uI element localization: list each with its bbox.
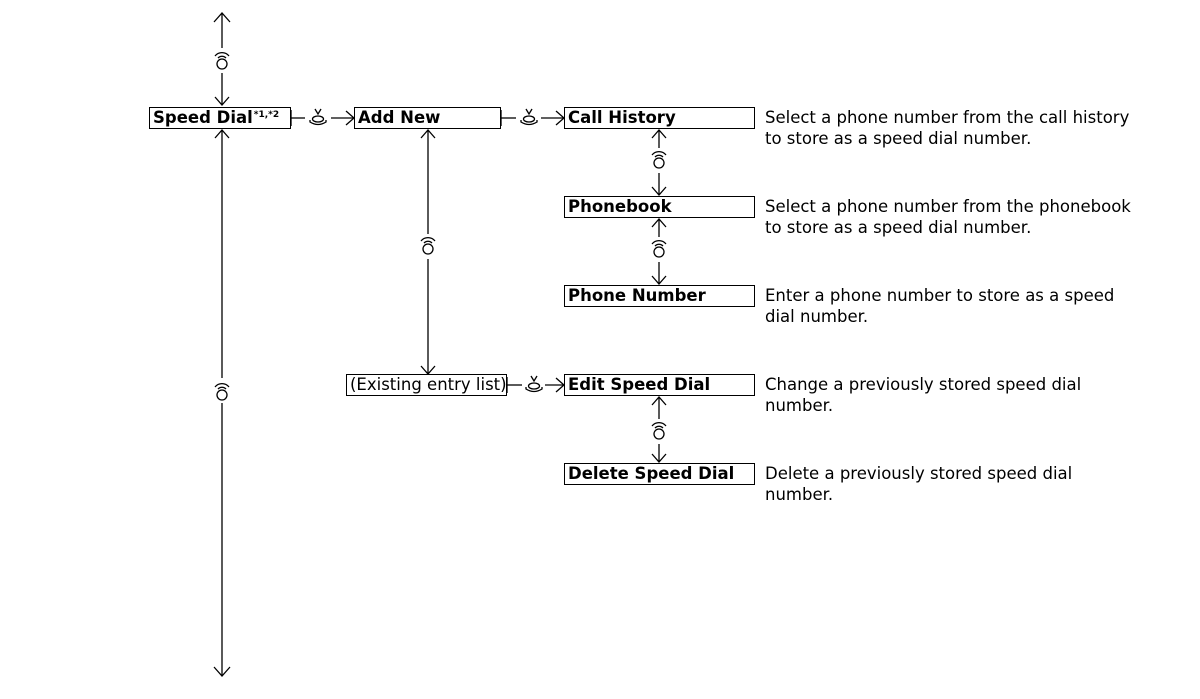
- rotate-selector-icon: [651, 151, 667, 169]
- main-down-arrow-bottom: [213, 403, 231, 677]
- delete-speed-dial-label: Delete Speed Dial: [568, 464, 735, 483]
- edit-speed-dial-label: Edit Speed Dial: [568, 375, 711, 394]
- phone-number-label: Phone Number: [568, 286, 706, 305]
- main-up-arrow: [213, 12, 231, 48]
- press-selector-icon: [309, 108, 327, 126]
- existing-entry-list-label: (Existing entry list): [350, 375, 507, 394]
- existing-entry-list[interactable]: (Existing entry list): [346, 374, 507, 396]
- connector-phonebook-phone-number: [651, 218, 667, 285]
- phonebook-label: Phonebook: [568, 197, 672, 216]
- rotate-selector-icon: [651, 422, 667, 440]
- speed-dial-menu-item[interactable]: Speed Dial*1,*2: [149, 107, 291, 129]
- rotate-selector-icon: [214, 383, 230, 401]
- edit-speed-dial-menu-item[interactable]: Edit Speed Dial: [564, 374, 755, 396]
- rotate-selector-icon: [214, 52, 230, 70]
- call-history-description: Select a phone number from the call hist…: [765, 108, 1130, 148]
- phonebook-description: Select a phone number from the phonebook…: [765, 197, 1131, 237]
- connector-call-history-phonebook: [651, 129, 667, 196]
- press-selector-icon: [525, 375, 543, 393]
- rotate-selector-icon: [420, 237, 436, 255]
- connector-edit-delete: [651, 396, 667, 463]
- footnote-marker: *1,*2: [253, 110, 280, 120]
- phonebook-menu-item[interactable]: Phonebook: [564, 196, 755, 218]
- add-new-menu-item[interactable]: Add New: [354, 107, 501, 129]
- edit-speed-dial-description: Change a previously stored speed dial nu…: [765, 375, 1082, 415]
- delete-speed-dial-description: Delete a previously stored speed dial nu…: [765, 464, 1073, 504]
- press-selector-icon: [520, 108, 538, 126]
- main-down-arrow-to-speed-dial: [214, 73, 230, 106]
- add-new-label: Add New: [358, 108, 441, 127]
- call-history-menu-item[interactable]: Call History: [564, 107, 755, 129]
- rotate-selector-icon: [651, 240, 667, 258]
- call-history-label: Call History: [568, 108, 676, 127]
- connector-speed-dial-to-add-new: [290, 110, 355, 126]
- speed-dial-label: Speed Dial: [153, 108, 253, 127]
- phone-number-description: Enter a phone number to store as a speed…: [765, 286, 1115, 326]
- delete-speed-dial-menu-item[interactable]: Delete Speed Dial: [564, 463, 755, 485]
- connector-add-new-existing-list: [420, 129, 436, 375]
- main-up-arrow-from-speed-dial: [214, 129, 230, 378]
- phone-number-menu-item[interactable]: Phone Number: [564, 285, 755, 307]
